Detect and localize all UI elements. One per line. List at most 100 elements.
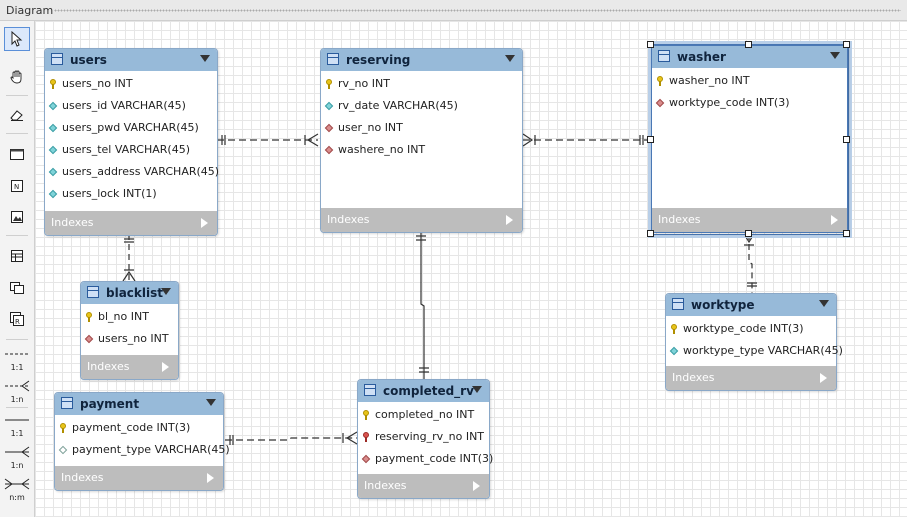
column-row[interactable]: users_address VARCHAR(45) xyxy=(45,161,219,183)
table-header[interactable]: completed_rv xyxy=(358,380,489,402)
reserving-crowfoot-marker xyxy=(522,133,536,147)
column-row[interactable]: rv_no INT xyxy=(321,73,522,95)
table-blacklist[interactable]: blacklist bl_no INT users_no INT Indexes xyxy=(80,281,179,380)
collapse-arrow-icon[interactable] xyxy=(819,300,829,307)
expand-triangle-icon[interactable] xyxy=(473,481,480,491)
column-label: washer_no INT xyxy=(669,74,750,87)
indexes-bar[interactable]: Indexes xyxy=(81,355,178,379)
table-washer[interactable]: washer washer_no INT worktype_code INT(3… xyxy=(651,45,848,233)
table-header[interactable]: worktype xyxy=(666,294,836,316)
column-row[interactable]: users_no INT xyxy=(81,328,178,350)
column-row[interactable]: user_no INT xyxy=(321,117,522,139)
column-row[interactable]: rv_date VARCHAR(45) xyxy=(321,95,522,117)
svg-text:N: N xyxy=(14,183,19,191)
column-row[interactable]: washer_no INT xyxy=(652,70,847,92)
collapse-arrow-icon[interactable] xyxy=(830,52,840,59)
column-diamond-icon xyxy=(669,346,679,356)
column-row[interactable]: users_lock INT(1) xyxy=(45,183,217,205)
table-header[interactable]: payment xyxy=(55,393,223,415)
collapse-arrow-icon[interactable] xyxy=(200,55,210,62)
expand-triangle-icon[interactable] xyxy=(820,373,827,383)
column-row[interactable]: payment_code INT(3) xyxy=(55,417,223,439)
column-label: completed_no INT xyxy=(375,408,475,421)
expand-triangle-icon[interactable] xyxy=(831,215,838,225)
table-reserving[interactable]: reserving rv_no INT rv_date VARCHAR(45) … xyxy=(320,48,523,233)
indexes-bar[interactable]: Indexes xyxy=(321,208,522,232)
users-end-marker xyxy=(221,135,226,145)
expand-triangle-icon[interactable] xyxy=(506,215,513,225)
table-header[interactable]: reserving xyxy=(321,49,522,71)
indexes-bar[interactable]: Indexes xyxy=(358,474,489,498)
table-worktype[interactable]: worktype worktype_code INT(3) worktype_t… xyxy=(665,293,843,391)
resize-handle-bottom[interactable] xyxy=(745,230,752,237)
reserving-completed-link[interactable] xyxy=(420,232,425,379)
payment-completed-link[interactable] xyxy=(225,437,357,441)
identifying-1-n-tool[interactable]: 1:n xyxy=(4,445,30,473)
resize-handle-right[interactable] xyxy=(843,136,850,143)
many-to-many-tool[interactable]: n:m xyxy=(4,477,30,505)
column-row[interactable]: users_pwd VARCHAR(45) xyxy=(45,117,217,139)
table-payment[interactable]: payment payment_code INT(3) payment_type… xyxy=(54,392,230,491)
resize-handle-bottom-right[interactable] xyxy=(843,230,850,237)
relationship-1-n-tool[interactable]: 1:n xyxy=(4,379,30,407)
washer-worktype-link[interactable] xyxy=(748,234,753,293)
table-icon xyxy=(658,50,670,62)
column-row[interactable]: payment_type VARCHAR(45) xyxy=(55,439,230,461)
indexes-bar[interactable]: Indexes xyxy=(666,366,836,390)
table-completed-rv[interactable]: completed_rv completed_no INT reserving_… xyxy=(357,379,493,499)
relationship-1-1-tool[interactable]: 1:1 xyxy=(4,347,30,375)
table-icon xyxy=(364,384,376,396)
table-tool[interactable] xyxy=(4,244,30,268)
routine-group-tool[interactable]: R xyxy=(4,307,30,331)
column-row[interactable]: washere_no INT xyxy=(321,139,522,161)
indexes-bar[interactable]: Indexes xyxy=(45,211,217,235)
collapse-arrow-icon[interactable] xyxy=(161,288,171,295)
identifying-1-1-tool[interactable]: 1:1 xyxy=(4,413,30,441)
resize-handle-top-left[interactable] xyxy=(647,41,654,48)
image-tool[interactable] xyxy=(4,205,30,229)
table-header[interactable]: users xyxy=(45,49,217,71)
resize-handle-top[interactable] xyxy=(745,41,752,48)
collapse-arrow-icon[interactable] xyxy=(206,399,216,406)
column-row[interactable]: worktype_type VARCHAR(45) xyxy=(666,340,843,362)
foreign-key-diamond-icon xyxy=(361,454,371,464)
hand-tool[interactable] xyxy=(4,65,30,89)
eraser-tool[interactable] xyxy=(4,103,30,127)
layer-tool[interactable] xyxy=(4,142,30,166)
resize-handle-left[interactable] xyxy=(647,136,654,143)
relationship-label: 1:1 xyxy=(10,363,24,372)
indexes-bar[interactable]: Indexes xyxy=(652,208,847,232)
indexes-bar[interactable]: Indexes xyxy=(55,466,223,490)
view-tool[interactable] xyxy=(4,276,30,300)
note-tool[interactable]: N xyxy=(4,174,30,198)
toolbar-separator xyxy=(6,235,28,236)
primary-key-icon xyxy=(326,79,332,89)
primary-key-icon xyxy=(657,76,663,86)
column-row[interactable]: users_tel VARCHAR(45) xyxy=(45,139,217,161)
table-header[interactable]: washer xyxy=(652,46,847,68)
column-row[interactable]: reserving_rv_no INT xyxy=(358,426,489,448)
column-row[interactable]: completed_no INT xyxy=(358,404,489,426)
pointer-icon xyxy=(11,31,23,47)
expand-triangle-icon[interactable] xyxy=(201,218,208,228)
collapse-arrow-icon[interactable] xyxy=(505,55,515,62)
expand-triangle-icon[interactable] xyxy=(207,473,214,483)
expand-triangle-icon[interactable] xyxy=(162,362,169,372)
column-row[interactable]: bl_no INT xyxy=(81,306,178,328)
column-row[interactable]: users_id VARCHAR(45) xyxy=(45,95,217,117)
column-row[interactable]: payment_code INT(3) xyxy=(358,448,493,470)
resize-handle-top-right[interactable] xyxy=(843,41,850,48)
table-header[interactable]: blacklist xyxy=(81,282,178,304)
column-row[interactable]: worktype_code INT(3) xyxy=(666,318,836,340)
resize-handle-bottom-left[interactable] xyxy=(647,230,654,237)
pointer-tool[interactable] xyxy=(4,27,30,51)
column-diamond-icon xyxy=(48,189,58,199)
foreign-key-diamond-icon xyxy=(84,334,94,344)
diagram-title-bar: Diagram xyxy=(0,0,907,21)
table-name: blacklist xyxy=(106,286,163,300)
table-users[interactable]: users users_no INT users_id VARCHAR(45) … xyxy=(44,48,219,236)
primary-key-icon xyxy=(86,312,92,322)
collapse-arrow-icon[interactable] xyxy=(472,386,482,393)
column-row[interactable]: worktype_code INT(3) xyxy=(652,92,847,114)
column-row[interactable]: users_no INT xyxy=(45,73,217,95)
